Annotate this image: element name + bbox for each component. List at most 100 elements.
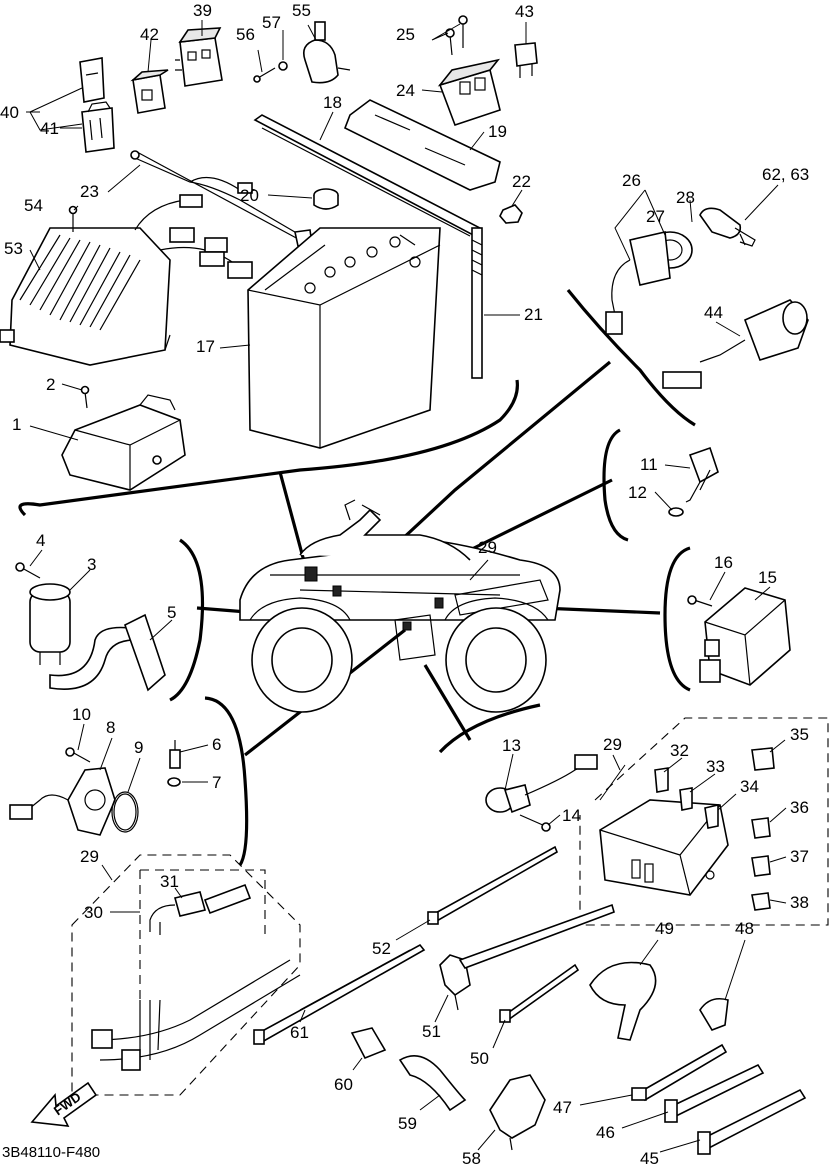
callout-53: 53: [4, 239, 23, 258]
part-35-fuse: [751, 747, 775, 771]
callout-33: 33: [706, 757, 725, 776]
callout-23: 23: [80, 182, 99, 201]
callout-15: 15: [758, 568, 777, 587]
part-4-bolt: [15, 562, 41, 579]
part-23-cable: [130, 150, 313, 247]
part-36-fuse: [751, 817, 771, 839]
part-41-holder: [81, 101, 115, 153]
part-59-clamp: [398, 1054, 467, 1112]
part-22-nut: [499, 204, 523, 224]
callout-10: 10: [72, 705, 91, 724]
callout-8: 8: [106, 718, 115, 737]
part-25-bolt: [445, 15, 468, 56]
callout-43: 43: [515, 2, 534, 21]
part-19-band: [343, 99, 501, 191]
part-61-cable-tie: [253, 943, 426, 1045]
part-8-pickup-coil: [9, 767, 116, 836]
callout-6: 6: [212, 735, 221, 754]
callout-37: 37: [790, 847, 809, 866]
part-6-switch: [169, 740, 181, 769]
part-56-bolt: [253, 67, 276, 83]
callout-62-63: 62, 63: [762, 165, 809, 184]
callout-42: 42: [140, 25, 159, 44]
group-29-fuse-box: [579, 717, 829, 926]
part-40-fuse: [79, 57, 105, 103]
callout-1: 1: [12, 415, 21, 434]
part-31-fuse-holder: [149, 883, 252, 935]
part-51-clip: [439, 903, 615, 1011]
callout-5: 5: [167, 603, 176, 622]
part-1-module: [61, 394, 186, 491]
part-10-bolt: [65, 747, 91, 763]
callout-46: 46: [596, 1123, 615, 1142]
callout-50: 50: [470, 1049, 489, 1068]
callout-36: 36: [790, 798, 809, 817]
callout-31: 31: [160, 872, 179, 891]
callout-20: 20: [240, 186, 259, 205]
part-21-bolt: [471, 227, 483, 379]
callout-38: 38: [790, 893, 809, 912]
callout-3: 3: [87, 555, 96, 574]
callout-57: 57: [262, 13, 281, 32]
callout-16: 16: [714, 553, 733, 572]
callout-13: 13: [502, 736, 521, 755]
callout-12: 12: [628, 483, 647, 502]
callout-26: 26: [622, 171, 641, 190]
part-24-starter-relay: [437, 58, 501, 127]
part-5-plug-cap: [49, 613, 166, 692]
callout-30: 30: [84, 903, 103, 922]
part-11-sensor: [685, 446, 719, 503]
callout-25: 25: [396, 25, 415, 44]
callout-29-harness: 29: [80, 847, 99, 866]
callout-2: 2: [46, 375, 55, 394]
part-48-clamp: [699, 997, 729, 1031]
part-39-relay: [175, 27, 223, 87]
callout-labels: 1 2 3 4 5 6 7 8 9 10 11 12 13 14 15 16 1…: [0, 1, 809, 1166]
part-32-fuse: [654, 767, 669, 793]
part-54-screw: [68, 205, 78, 232]
callout-61: 61: [290, 1023, 309, 1042]
callout-40: 40: [0, 103, 19, 122]
callout-49: 49: [655, 919, 674, 938]
part-44-accessory-socket: [662, 299, 809, 389]
part-53-control-unit: [0, 194, 253, 366]
callout-7: 7: [212, 773, 221, 792]
part-17-battery: [247, 227, 441, 449]
part-26-main-switch: [605, 231, 693, 335]
part-33-fuse: [679, 787, 693, 811]
callout-4: 4: [36, 531, 45, 550]
part-34-fuse: [704, 803, 719, 829]
part-58-clamp: [489, 1074, 546, 1151]
callout-39: 39: [193, 1, 212, 20]
callout-34: 34: [740, 777, 759, 796]
part-50-cable-tie: [499, 963, 580, 1023]
callout-59: 59: [398, 1114, 417, 1133]
callout-17: 17: [196, 337, 215, 356]
part-46-band: [664, 1063, 765, 1123]
callout-58: 58: [462, 1149, 481, 1166]
callout-51: 51: [422, 1022, 441, 1041]
callout-47: 47: [553, 1098, 572, 1117]
callout-24: 24: [396, 81, 415, 100]
figure-code: 3B48110-F480: [2, 1144, 100, 1161]
callout-56: 56: [236, 25, 255, 44]
part-62-63-key: [699, 207, 756, 247]
part-47-cable-tie: [631, 1043, 728, 1102]
callout-54: 54: [24, 196, 43, 215]
callout-29-fuse-box: 29: [603, 735, 622, 754]
callout-52: 52: [372, 939, 391, 958]
atv-vehicle-illustration: [239, 499, 561, 713]
part-3-ignition-coil: [29, 583, 71, 665]
forward-direction-arrow-icon: [30, 1081, 98, 1127]
part-55-sensor: [302, 21, 351, 84]
part-9-o-ring: [111, 791, 139, 833]
callout-18: 18: [323, 93, 342, 112]
callout-45: 45: [640, 1149, 659, 1166]
part-49-clamp: [589, 961, 657, 1041]
callout-60: 60: [334, 1075, 353, 1094]
callout-21: 21: [524, 305, 543, 324]
callout-41: 41: [40, 119, 59, 138]
part-13-sensor: [485, 754, 598, 814]
callout-48: 48: [735, 919, 754, 938]
